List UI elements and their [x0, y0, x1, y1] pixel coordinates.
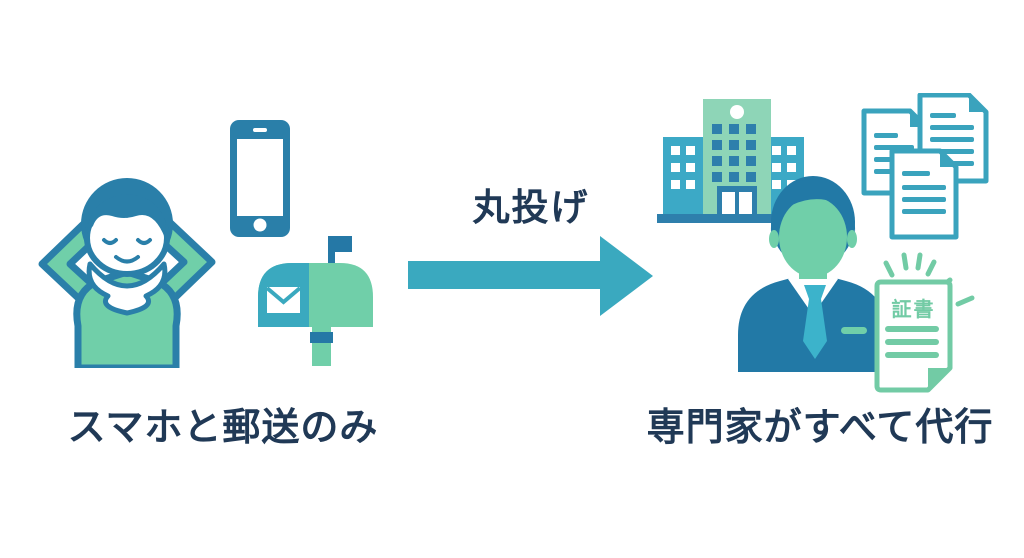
person-torso [73, 268, 181, 368]
expert-tie [803, 285, 827, 359]
person-smile [114, 255, 140, 264]
person-collar [86, 261, 168, 316]
relaxed-person-icon [38, 178, 216, 368]
mailbox-flag [328, 236, 352, 252]
building-door-right [739, 192, 752, 214]
expert-face [779, 197, 847, 277]
building-tower-windows [712, 124, 756, 182]
document-front [889, 148, 959, 240]
person-fringe [87, 194, 166, 238]
phone-speaker [253, 128, 267, 132]
certificate-lines [885, 326, 939, 358]
certificate-title: 証書 [892, 297, 936, 321]
building-door-left [722, 192, 735, 214]
certificate-fold [928, 368, 950, 390]
envelope-flap [265, 286, 302, 305]
building-clock [730, 105, 744, 119]
mailbox-post-band [310, 332, 333, 343]
smartphone-icon [230, 120, 290, 237]
building-left-wing [663, 137, 705, 214]
building-base [657, 214, 810, 223]
arrow-shape [408, 236, 653, 316]
right-caption: 専門家がすべて代行 [646, 407, 994, 449]
documents-icon [861, 93, 989, 240]
expert-pocket [841, 327, 867, 334]
person-eye-right [136, 238, 152, 245]
certificate-icon: 証書 [874, 252, 975, 393]
mailbox-icon [258, 236, 373, 366]
person-eye-left [102, 238, 118, 245]
phone-screen [237, 139, 283, 216]
expert-person-icon [738, 176, 888, 372]
office-building-icon [657, 99, 810, 223]
certificate-paper [874, 279, 953, 393]
expert-ear-right [847, 230, 857, 248]
arrow-right-icon [408, 236, 653, 316]
arrow-label: 丸投げ [472, 187, 590, 228]
expert-fringe [770, 179, 856, 235]
left-caption: スマホと郵送のみ [67, 407, 379, 449]
building-wing-windows [671, 146, 796, 189]
phone-home-button [253, 218, 267, 232]
expert-ear-left [769, 230, 779, 248]
